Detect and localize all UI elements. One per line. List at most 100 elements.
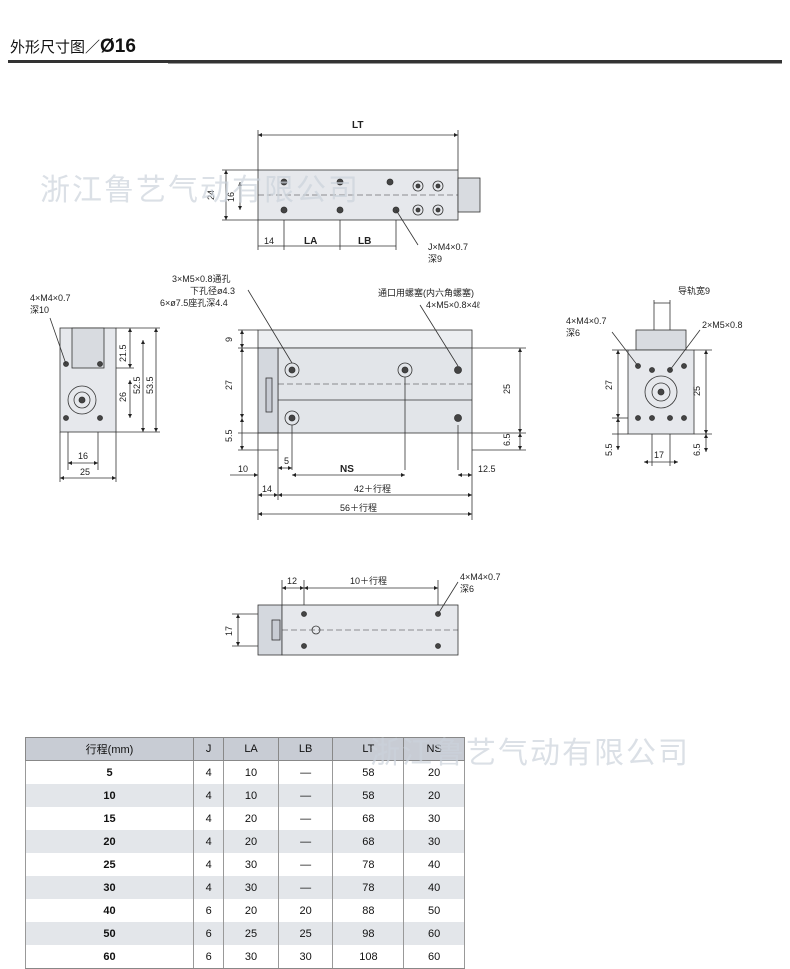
dim-lb: LB: [358, 236, 371, 247]
cell-lb: —: [277, 853, 334, 876]
table-row: 15 4 20 — 68 30: [25, 807, 465, 830]
cell-stroke: 15: [25, 807, 194, 830]
cell-lt: 78: [332, 876, 405, 899]
dim-right-17: 17: [654, 450, 664, 460]
note-right-thread: 4×M4×0.7: [566, 316, 607, 326]
table-row: 40 6 20 20 88 50: [25, 899, 465, 922]
left-view: [49, 317, 160, 482]
cell-stroke: 30: [25, 876, 194, 899]
col-stroke: 行程(mm): [25, 737, 194, 761]
dim-front-56: 56＋行程: [340, 502, 377, 513]
cell-stroke: 20: [25, 830, 194, 853]
dimension-table: 行程(mm) J LA LB LT NS 5 4 10 — 58 20 10 4…: [25, 737, 465, 969]
cell-la: 20: [223, 899, 279, 922]
cell-stroke: 5: [25, 760, 194, 784]
dim-right-5-5: 5.5: [604, 443, 614, 456]
cell-j: 4: [192, 760, 225, 784]
cell-lb: 20: [277, 899, 334, 922]
note-port-plug: 通口用螺塞(内六角螺塞): [378, 287, 474, 298]
cell-lt: 58: [332, 760, 405, 784]
page-title: 外形尺寸图／Ø16: [10, 36, 136, 58]
cell-lb: 25: [277, 922, 334, 945]
cell-j: 4: [192, 830, 225, 853]
dim-front-6-5: 6.5: [502, 433, 512, 446]
cell-j: 4: [192, 784, 225, 807]
cell-ns: 60: [403, 945, 465, 969]
dim-front-14: 14: [262, 484, 272, 494]
dim-left-52-5: 52.5: [132, 376, 142, 394]
cell-la: 20: [223, 807, 279, 830]
cell-lt: 58: [332, 784, 405, 807]
table-row: 30 4 30 — 78 40: [25, 876, 465, 899]
cell-ns: 30: [403, 830, 465, 853]
col-ns: NS: [403, 737, 465, 761]
top-view: [222, 130, 481, 250]
dim-front-5: 5: [284, 456, 289, 466]
note-rail-width: 导轨宽9: [678, 285, 710, 296]
cell-lt: 98: [332, 922, 405, 945]
col-j: J: [192, 737, 225, 761]
cell-lt: 78: [332, 853, 405, 876]
dim-left-25: 25: [80, 467, 90, 477]
note-right-m5: 2×M5×0.8: [702, 320, 743, 330]
note-pilot-hole: 下孔径ø4.3: [190, 285, 235, 296]
dim-14: 14: [264, 236, 274, 246]
front-view: [230, 289, 526, 520]
dim-front-25: 25: [502, 384, 512, 394]
dim-la: LA: [304, 236, 317, 247]
note-bottom-thread: 4×M4×0.7: [460, 572, 501, 582]
bottom-view: [232, 580, 459, 656]
dim-left-21-5: 21.5: [118, 344, 128, 362]
dim-right-6-5: 6.5: [692, 443, 702, 456]
cell-la: 10: [223, 760, 279, 784]
dim-front-27: 27: [224, 380, 234, 390]
dim-left-26: 26: [118, 392, 128, 402]
title-text: 外形尺寸图／: [10, 38, 101, 56]
cell-stroke: 40: [25, 899, 194, 922]
table-row: 5 4 10 — 58 20: [25, 760, 465, 784]
cell-la: 30: [223, 945, 279, 969]
table-row: 25 4 30 — 78 40: [25, 853, 465, 876]
cell-ns: 20: [403, 784, 465, 807]
cell-lt: 88: [332, 899, 405, 922]
cell-j: 4: [192, 853, 225, 876]
col-la: LA: [223, 737, 279, 761]
cell-stroke: 60: [25, 945, 194, 969]
cell-ns: 20: [403, 760, 465, 784]
header-rule-thin: [168, 63, 782, 64]
dim-right-27: 27: [604, 380, 614, 390]
note-counterbore: 6×ø7.5座孔深4.4: [160, 297, 228, 308]
cell-lb: —: [277, 876, 334, 899]
cell-la: 25: [223, 922, 279, 945]
cell-lt: 68: [332, 807, 405, 830]
cell-j: 6: [192, 922, 225, 945]
cell-la: 10: [223, 784, 279, 807]
dim-left-16: 16: [78, 451, 88, 461]
header-rule: [8, 60, 782, 63]
cell-ns: 30: [403, 807, 465, 830]
table-row: 20 4 20 — 68 30: [25, 830, 465, 853]
table-header-row: 行程(mm) J LA LB LT NS: [25, 737, 465, 761]
cell-j: 6: [192, 945, 225, 969]
dim-front-ns: NS: [340, 464, 354, 475]
dim-right-25: 25: [692, 386, 702, 396]
dim-24: 24: [206, 190, 216, 200]
table-row: 50 6 25 25 98 60: [25, 922, 465, 945]
dim-bottom-10: 10＋行程: [350, 575, 387, 586]
cell-lb: —: [277, 807, 334, 830]
col-lt: LT: [332, 737, 405, 761]
note-j-depth: 深9: [428, 254, 442, 264]
cell-lb: 30: [277, 945, 334, 969]
dim-front-9: 9: [224, 337, 234, 342]
note-j-thread: J×M4×0.7: [428, 242, 468, 252]
dim-bottom-17: 17: [224, 626, 234, 636]
cell-ns: 40: [403, 853, 465, 876]
note-left-thread: 4×M4×0.7: [30, 293, 71, 303]
cell-la: 20: [223, 830, 279, 853]
dim-front-10: 10: [238, 464, 248, 474]
cell-lt: 108: [332, 945, 405, 969]
page-header: 外形尺寸图／Ø16: [8, 32, 782, 64]
note-right-depth: 深6: [566, 328, 580, 338]
dim-front-5-5: 5.5: [224, 429, 234, 442]
table-row: 10 4 10 — 58 20: [25, 784, 465, 807]
